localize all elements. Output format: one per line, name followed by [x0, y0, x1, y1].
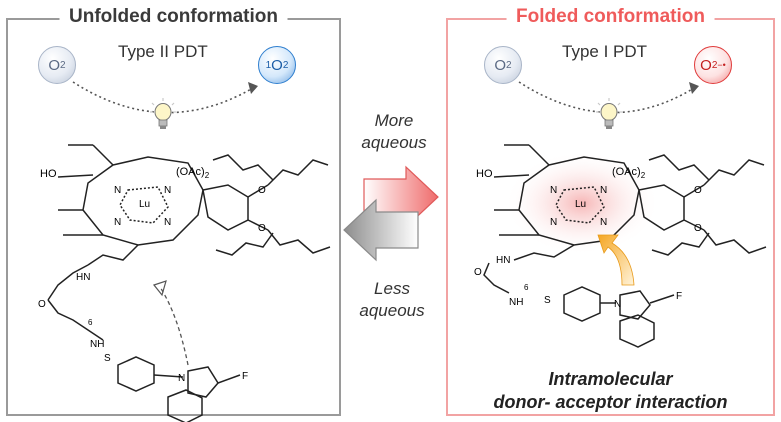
superoxide-symbol: O [700, 56, 712, 74]
acetate-label: (OAc)2 [176, 166, 210, 180]
superoxide-subscript: 2 [711, 59, 718, 71]
nitrogen-label-r3: N [550, 217, 557, 228]
acetate-label-right: (OAc)2 [612, 166, 646, 180]
singlet-superscript: 1 [265, 59, 272, 71]
type-i-pdt-label: Type I PDT [562, 42, 648, 61]
electron-transfer-arrow [518, 81, 699, 114]
folded-title: Folded conformation [506, 6, 715, 28]
nitrogen-label-4: N [164, 217, 171, 228]
reverse-arrow [343, 198, 419, 262]
light-bulb-icon [150, 98, 176, 129]
sulfonyl-label-right: S [544, 295, 551, 306]
type-ii-pdt-label: Type II PDT [118, 42, 208, 61]
ether-oxygen-2: O [258, 223, 266, 234]
sulfonyl-label: S [104, 353, 111, 364]
nitrogen-label-3: N [114, 217, 121, 228]
chain-length-label: 6 [88, 318, 93, 327]
pyrazole-n-label: N [178, 373, 185, 384]
interaction-caption: Intramolecular donor- acceptor interacti… [448, 368, 773, 414]
carbonyl-oxygen-label: O [38, 299, 46, 310]
oxygen-subscript: 2 [60, 59, 66, 71]
oxygen-symbol: O [48, 56, 61, 74]
nitrogen-label-1: N [114, 185, 121, 196]
oxygen-symbol-right: O [494, 56, 507, 74]
carbamate-nh-label-right: HN [496, 255, 510, 266]
pyrazole-n-label-right: N [614, 299, 621, 310]
less-aqueous-label: Less aqueous [350, 278, 434, 322]
ether-oxygen-1: O [258, 185, 266, 196]
ether-oxygen-r1: O [694, 185, 702, 196]
less-aqueous-line1: Less [374, 279, 410, 298]
carbonyl-oxygen-label-right: O [474, 267, 482, 278]
light-bulb-icon-right [596, 98, 622, 129]
lutetium-label-right: Lu [575, 199, 586, 210]
unfolded-molecule: HO (OAc)2 Lu N N N N O O HN O 6 NH S N F [18, 135, 338, 422]
nitrogen-label-2: N [164, 185, 171, 196]
nitrogen-label-r4: N [600, 217, 607, 228]
hydroxyl-label-right: HO [476, 168, 493, 180]
singlet-oxygen-symbol: O [271, 56, 283, 74]
sulfonamide-nh-label-right: NH [509, 297, 523, 308]
carbamate-nh-label: HN [76, 272, 90, 283]
trifluoro-label: F [242, 371, 248, 382]
more-aqueous-line1: More [374, 111, 414, 130]
trifluoro-label-right: F [676, 291, 682, 302]
caption-line2: donor- acceptor interaction [493, 392, 728, 412]
singlet-subscript: 2 [282, 59, 289, 71]
sulfonamide-nh-label: NH [90, 339, 104, 350]
nitrogen-label-r2: N [600, 185, 607, 196]
folded-molecule: HO (OAc)2 Lu N N N N O O HN O 6 NH S N F [454, 135, 774, 348]
less-aqueous-line2: aqueous [359, 301, 425, 320]
caption-line1: Intramolecular [548, 369, 673, 389]
lutetium-label: Lu [139, 199, 150, 210]
unfolded-title: Unfolded conformation [59, 6, 288, 28]
more-aqueous-label: More aqueous [352, 110, 436, 154]
hydroxyl-label: HO [40, 168, 57, 180]
chain-length-label-right: 6 [524, 283, 529, 292]
oxygen-subscript-right: 2 [506, 59, 512, 71]
superoxide-charge: −• [717, 60, 726, 70]
ether-oxygen-r2: O [694, 223, 702, 234]
nitrogen-label-r1: N [550, 185, 557, 196]
more-aqueous-line2: aqueous [361, 133, 427, 152]
